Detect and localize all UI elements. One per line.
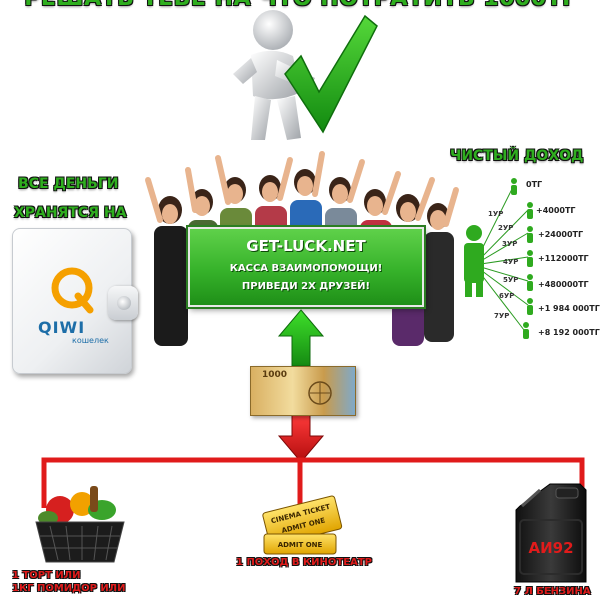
- banknote: [250, 366, 356, 416]
- promo-line-2: ПРИВЕДИ 2Х ДРУЗЕЙ!: [241, 281, 371, 292]
- qiwi-subtitle: кошелек: [72, 336, 109, 345]
- left-caption-line2: ХРАНЯТСЯ НА: [14, 205, 127, 221]
- income-level-7: 7УР: [494, 312, 510, 320]
- fuel-jerrycan-icon: АИ92: [515, 483, 587, 583]
- page-title: РЕШАТЬ ТЕБЕ НА ЧТО ПОТРАТИТЬ 1000ТГ: [0, 0, 601, 11]
- person-icons: [464, 225, 484, 297]
- red-distribution-lines: [41, 457, 585, 508]
- cinema-ticket-icon: CINEMA TICKET ADMIT ONE ADMIT ONE: [262, 495, 343, 555]
- banknote-ornament-icon: [308, 381, 332, 405]
- spend-option-1-line1: 1 ТОРТ ИЛИ: [12, 570, 81, 581]
- qiwi-logo-icon: [51, 267, 94, 314]
- income-level-3: 3УР: [502, 240, 518, 248]
- green-up-arrow-icon: [277, 309, 325, 367]
- spend-option-3-label: 7 Л БЕНЗИНА: [514, 586, 591, 597]
- green-checkmark-icon: [284, 14, 378, 134]
- banknote-value: 1000: [262, 370, 288, 380]
- red-down-arrow-icon: [277, 413, 325, 463]
- income-level-4: 4УР: [503, 258, 519, 266]
- left-caption-line1: ВСЕ ДЕНЬГИ: [18, 176, 119, 192]
- spend-option-1-line2: 1КГ ПОМИДОР ИЛИ: [12, 583, 126, 594]
- income-level-6: 6УР: [499, 292, 515, 300]
- income-amount-6: +1 984 000ТГ: [538, 304, 600, 313]
- income-tree-diagram: [464, 178, 533, 339]
- income-amount-4: +112000ТГ: [538, 254, 589, 263]
- income-level-5: 5УР: [503, 276, 519, 284]
- income-level-2: 2УР: [498, 224, 514, 232]
- can-label-text: АИ92: [528, 539, 573, 557]
- qiwi-brand-text: QIWI: [38, 318, 86, 337]
- promo-site-link[interactable]: GET-LUCK.NET: [246, 237, 366, 255]
- income-level-1: 1УР: [488, 210, 504, 218]
- income-amount-5: +480000ТГ: [538, 280, 589, 289]
- promo-line-1: КАССА ВЗАИМОПОМОЩИ!: [229, 263, 383, 274]
- income-amount-7: +8 192 000ТГ: [538, 328, 600, 337]
- income-amount-1: +4000ТГ: [536, 206, 576, 215]
- wallet-button-icon: [117, 296, 131, 310]
- grocery-basket-icon: [35, 486, 125, 563]
- promo-banner[interactable]: GET-LUCK.NET КАССА ВЗАИМОПОМОЩИ! ПРИВЕДИ…: [188, 227, 424, 307]
- ticket-text-3: ADMIT ONE: [278, 541, 323, 549]
- income-amount-2: +24000ТГ: [538, 230, 584, 239]
- spend-option-2-label: 1 ПОХОД В КИНОТЕАТР: [236, 557, 372, 568]
- figure-head: [253, 10, 293, 50]
- income-title: ЧИСТЫЙ ДОХОД: [450, 148, 584, 164]
- figure-checkmark-illustration: [233, 10, 378, 140]
- income-amount-0: 0ТГ: [526, 180, 543, 189]
